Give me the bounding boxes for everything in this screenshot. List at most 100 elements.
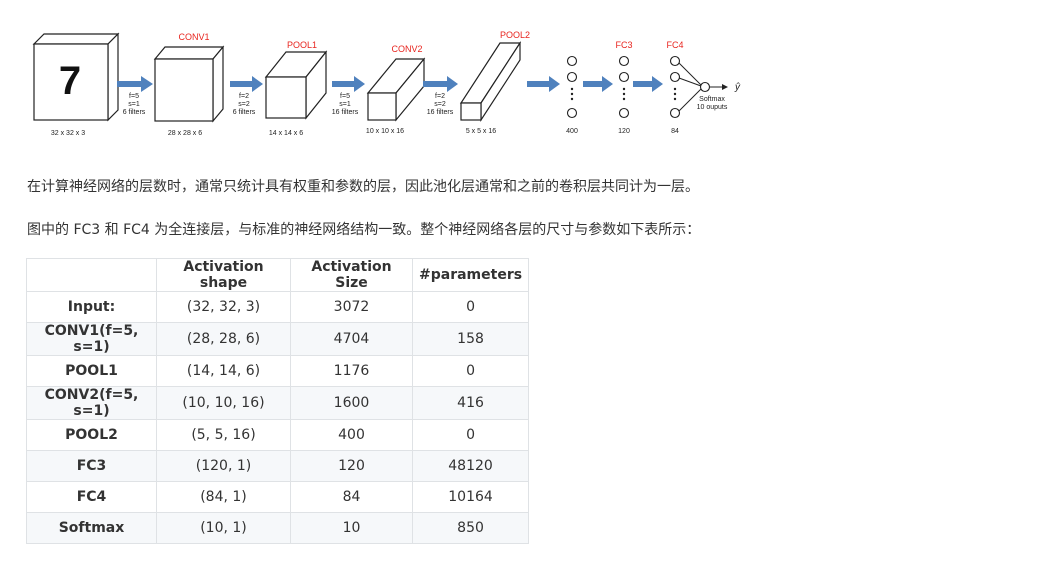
dim-conv2: 10 x 10 x 16 — [366, 128, 404, 135]
header-cell-layer — [26, 258, 157, 292]
parameters-cell: 48120 — [411, 450, 530, 482]
title-conv1: CONV1 — [178, 32, 209, 42]
softmax-label-2: 10 ouputs — [697, 104, 728, 111]
activation-shape-cell: (120, 1) — [156, 450, 291, 482]
pool1-volume — [264, 50, 328, 120]
activation-size-cell: 120 — [290, 450, 413, 482]
arrow1-label-2: s=1 — [128, 101, 140, 108]
activation-shape-cell: (32, 32, 3) — [156, 291, 291, 323]
arrow4-label-1: f=2 — [435, 93, 445, 100]
neuron-400-3 — [566, 107, 578, 119]
activation-shape-cell: (5, 5, 16) — [156, 419, 291, 451]
arrow2-label-1: f=2 — [239, 93, 249, 100]
row-label: Input: — [26, 291, 157, 323]
activation-size-cell: 3072 — [290, 291, 413, 323]
row-label: FC3 — [26, 450, 157, 482]
dim-conv1: 28 x 28 x 6 — [168, 130, 202, 137]
neuron-fc3-3 — [618, 107, 630, 119]
header-cell-activation-shape: Activation shape — [156, 258, 291, 292]
parameters-cell: 0 — [411, 419, 530, 451]
header-cell-activation-size: Activation Size — [290, 258, 413, 292]
title-fc3: FC3 — [615, 40, 632, 50]
arrow-1-shape — [117, 76, 153, 92]
parameters-cell: 850 — [411, 512, 530, 544]
arrow3-label-2: s=1 — [339, 101, 351, 108]
activation-size-cell: 84 — [290, 481, 413, 513]
dim-input: 32 x 32 x 3 — [51, 130, 85, 137]
activation-shape-cell: (14, 14, 6) — [156, 355, 291, 387]
row-label: CONV2(f=5, s=1) — [26, 386, 157, 420]
neuron-fc4-3 — [669, 107, 681, 119]
activation-shape-cell: (10, 1) — [156, 512, 291, 544]
arrow3-label-1: f=5 — [340, 93, 350, 100]
table-row: CONV2(f=5, s=1) (10, 10, 16) 1600 416 — [26, 386, 530, 420]
arrow2-label-3: 6 filters — [233, 109, 256, 116]
arrow4-label-2: s=2 — [434, 101, 446, 108]
neuron-400-2 — [566, 71, 578, 83]
title-conv2: CONV2 — [391, 44, 422, 54]
activation-shape-cell: (10, 10, 16) — [156, 386, 291, 420]
neuron-fc3-2 — [618, 71, 630, 83]
table-row: POOL2 (5, 5, 16) 400 0 — [26, 419, 530, 451]
title-pool2: POOL2 — [500, 30, 530, 40]
arrow-2-shape — [230, 76, 263, 92]
input-volume — [32, 32, 120, 122]
parameters-cell: 10164 — [411, 481, 530, 513]
arrow1-label-3: 6 filters — [123, 109, 146, 116]
arrow-4-shape — [423, 76, 458, 92]
row-label: Softmax — [26, 512, 157, 544]
neuron-fc4-1 — [669, 55, 681, 67]
header-cell-parameters: #parameters — [411, 258, 530, 292]
pool2-volume — [459, 40, 522, 123]
table-row: Softmax (10, 1) 10 850 — [26, 512, 530, 544]
dim-pool1: 14 x 14 x 6 — [269, 130, 303, 137]
activation-size-cell: 400 — [290, 419, 413, 451]
row-label: FC4 — [26, 481, 157, 513]
table-row: Input: (32, 32, 3) 3072 0 — [26, 291, 530, 323]
row-label: POOL2 — [26, 419, 157, 451]
arrow-7-shape — [633, 76, 663, 92]
table-row: CONV1(f=5, s=1) (28, 28, 6) 4704 158 — [26, 322, 530, 356]
dim-fc3: 120 — [618, 128, 630, 135]
neuron-fc3-1 — [618, 55, 630, 67]
arrow-5-shape — [527, 76, 560, 92]
dim-pool2: 5 x 5 x 16 — [466, 128, 496, 135]
input-digit: 7 — [59, 59, 81, 103]
activation-size-cell: 10 — [290, 512, 413, 544]
title-fc4: FC4 — [666, 40, 683, 50]
row-label: POOL1 — [26, 355, 157, 387]
table-row: FC3 (120, 1) 120 48120 — [26, 450, 530, 482]
parameters-cell: 416 — [411, 386, 530, 420]
paragraph-layer-count: 在计算神经网络的层数时，通常只统计具有权重和参数的层，因此池化层通常和之前的卷积… — [27, 179, 699, 195]
activation-shape-cell: (28, 28, 6) — [156, 322, 291, 356]
table-row: POOL1 (14, 14, 6) 1176 0 — [26, 355, 530, 387]
arrow-6-shape — [583, 76, 613, 92]
parameters-cell: 0 — [411, 291, 530, 323]
parameters-cell: 158 — [411, 322, 530, 356]
neuron-400-1 — [566, 55, 578, 67]
parameters-cell: 0 — [411, 355, 530, 387]
arrow3-label-3: 16 filters — [332, 109, 359, 116]
activation-size-cell: 1176 — [290, 355, 413, 387]
arrow-3-shape — [332, 76, 365, 92]
activation-shape-cell: (84, 1) — [156, 481, 291, 513]
parameters-table: Activation shape Activation Size #parame… — [26, 258, 530, 544]
arrow2-label-2: s=2 — [238, 101, 250, 108]
table-header-row: Activation shape Activation Size #parame… — [26, 258, 530, 292]
softmax-node — [699, 81, 711, 93]
arrow4-label-3: 16 filters — [427, 109, 454, 116]
dim-fc4: 84 — [671, 128, 679, 135]
title-pool1: POOL1 — [287, 40, 317, 50]
softmax-label-1: Softmax — [699, 96, 725, 103]
conv1-volume — [153, 45, 225, 123]
table-row: FC4 (84, 1) 84 10164 — [26, 481, 530, 513]
output-yhat: ŷ — [734, 82, 741, 93]
row-label: CONV1(f=5, s=1) — [26, 322, 157, 356]
neuron-fc4-2 — [669, 71, 681, 83]
conv2-volume — [366, 57, 426, 122]
lenet-architecture-diagram: 7 CONV1 POOL1 CONV2 POOL2 FC3 FC4 32 x 3… — [32, 30, 741, 137]
dim-fc-400: 400 — [566, 128, 578, 135]
paragraph-fc-layers: 图中的 FC3 和 FC4 为全连接层，与标准的神经网络结构一致。整个神经网络各… — [27, 222, 701, 238]
activation-size-cell: 1600 — [290, 386, 413, 420]
arrow1-label-1: f=5 — [129, 93, 139, 100]
